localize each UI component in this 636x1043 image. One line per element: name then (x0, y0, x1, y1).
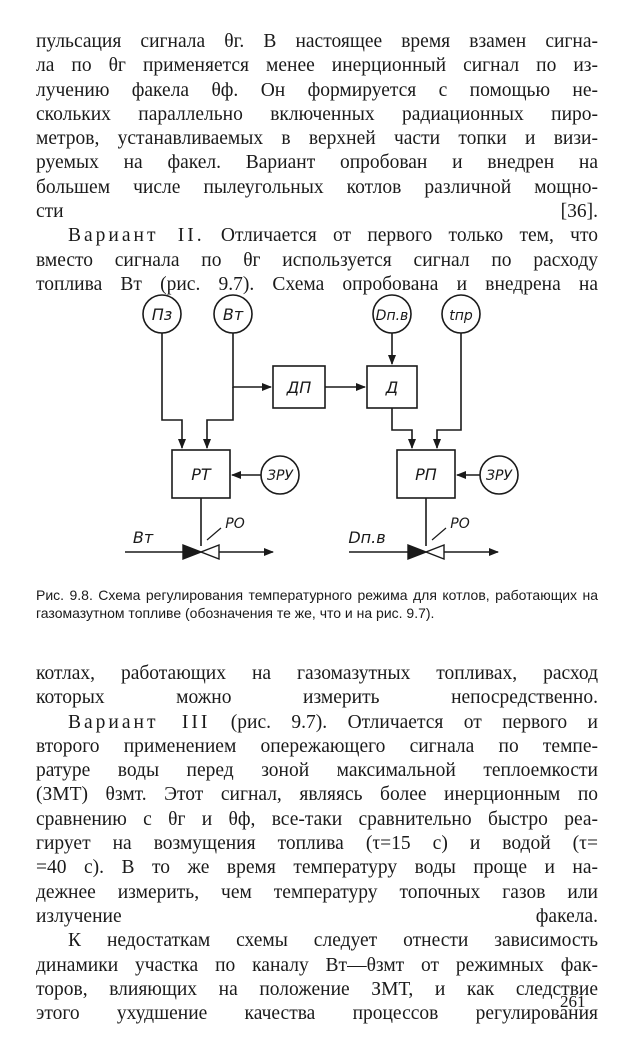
label-ro-left: РО (225, 516, 244, 532)
label-flow-right: Dп.в (348, 528, 385, 547)
label-bt: Вт (223, 305, 244, 324)
text-line: руемых на факел. Вариант опробован и вне… (36, 152, 598, 174)
label-dp: ДП (286, 378, 312, 397)
text-line: вместо сигнала по θг используется сигнал… (36, 249, 598, 271)
variant-2-label: Вариант II. (68, 225, 205, 247)
text-line: (рис. 9.7). Отличается от первого и (210, 711, 598, 733)
text-line: динамики участка по каналу Вт—θзмт от ре… (36, 954, 598, 976)
label-flow-left: Вт (133, 528, 154, 547)
text-line: метров, устанавливаемых в верхней части … (36, 128, 598, 150)
label-zru-right: ЗРУ (486, 468, 513, 484)
text-line: лучению факела θф. Он формируется с помо… (36, 79, 598, 101)
label-rp: РП (415, 465, 437, 484)
label-ro-right: РО (450, 516, 469, 532)
label-rt: РТ (191, 465, 212, 484)
text-line: топлива Bт (рис. 9.7). Схема опробована … (36, 273, 598, 295)
paragraph-variant-2: Вариант II. Отличается от первого только… (36, 224, 598, 297)
valve-right-icon (407, 543, 428, 561)
label-tpr: tпр (449, 308, 473, 324)
text-line: излучение факела. (36, 905, 598, 927)
text-line: =40 с). В то же время температуру воды п… (36, 857, 598, 879)
text-line: ла по θг применяется менее инерционный с… (36, 55, 598, 77)
control-scheme-diagram: Пз Вт Dп.в tпр ДП Д РТ РП ЗРУ ЗРУ РО РО … (125, 294, 519, 561)
label-zru-left: ЗРУ (267, 468, 294, 484)
paragraph-drawbacks: К недостаткам схемы следует отнести зави… (36, 929, 598, 1026)
paragraph-variant-3: Вариант III (рис. 9.7). Отличается от пе… (36, 711, 598, 930)
variant-3-label: Вариант III (68, 711, 211, 733)
text-line: сравнению с θг и θф, все-таки сравнитель… (36, 808, 598, 830)
text-line: большем числе пылеугольных котлов различ… (36, 176, 598, 198)
text-line: гирует на возмущения топлива (τ=15 с) и … (36, 833, 598, 855)
label-pz: Пз (152, 305, 173, 324)
text-line: (ЗМТ) θзмт. Этот сигнал, являясь более и… (36, 784, 598, 806)
text-line: пульсация сигнала θг. В настоящее время … (36, 31, 598, 52)
bottom-paragraphs: котлах, работающих на газомазутных топли… (36, 662, 598, 1026)
top-paragraphs: пульсация сигнала θг. В настоящее время … (36, 30, 598, 297)
paragraph-continued: котлах, работающих на газомазутных топли… (36, 662, 598, 711)
page-number: 261 (560, 992, 586, 1011)
valve-left-icon (182, 543, 203, 561)
text-line: ратуре воды перед зоной максимальной теп… (36, 760, 598, 782)
text-line: сти [36]. (36, 201, 598, 223)
text-line: скольких параллельно включенных радиацио… (36, 103, 598, 125)
text-line: дежнее измерить, чем температуру топочны… (36, 881, 598, 903)
text-line: второго применением опережающего сигнала… (36, 735, 598, 757)
text-line: Отличается от первого только тем, что (204, 225, 598, 247)
caption-text: Схема регулирования температурного режим… (36, 587, 599, 621)
label-dpv: Dп.в (376, 308, 409, 324)
text-line: торов, влияющих на положение ЗМТ, и как … (36, 978, 598, 1000)
text-line: котлах, работающих на газомазутных топли… (36, 663, 598, 684)
text-line: К недостаткам схемы следует отнести зави… (68, 930, 598, 952)
paragraph-1: пульсация сигнала θг. В настоящее время … (36, 30, 598, 224)
label-d: Д (385, 378, 399, 397)
caption-label: Рис. 9.8. (36, 587, 93, 603)
text-line: которых можно измерить непосредственно. (36, 687, 598, 709)
text-line: этого ухудшение качества процессов регул… (36, 1003, 598, 1025)
figure-caption: Рис. 9.8. Схема регулирования температур… (36, 586, 598, 622)
